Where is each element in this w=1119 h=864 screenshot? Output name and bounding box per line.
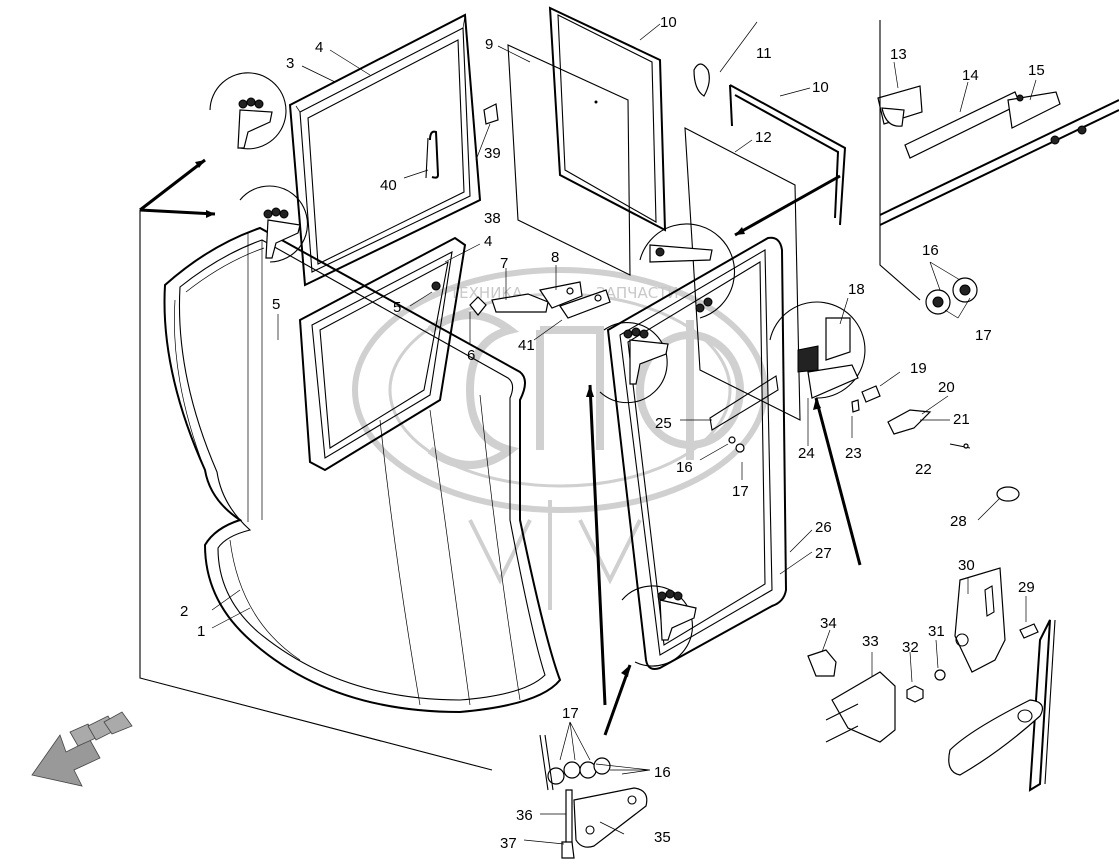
callout-17-right: 17 <box>975 327 992 344</box>
callout-13: 13 <box>890 46 907 63</box>
callout-4-lower: 4 <box>484 233 492 250</box>
leader-lines <box>211 21 1037 845</box>
glass-sheet-9 <box>507 44 631 276</box>
watermark-right-word: ЗАПЧАСТИ <box>596 284 679 302</box>
callout-10-right: 10 <box>812 79 829 96</box>
window-frame-10-upper <box>548 6 667 232</box>
callout-24: 24 <box>798 445 815 462</box>
callout-16-bottom: 16 <box>654 764 671 781</box>
callout-29: 29 <box>1018 579 1035 596</box>
mount-bracket-30 <box>906 567 1039 703</box>
hinge-detail-door-top <box>639 174 841 319</box>
callout-22: 22 <box>915 461 932 478</box>
callout-23: 23 <box>845 445 862 462</box>
door-panel <box>606 236 788 670</box>
callout-21: 21 <box>953 411 970 428</box>
callout-17-door: 17 <box>732 483 749 500</box>
callout-32: 32 <box>902 639 919 656</box>
callout-labels: 1 2 3 4 4 5 5 6 7 8 9 10 10 11 12 13 14 … <box>180 14 1045 852</box>
callout-14: 14 <box>962 67 979 84</box>
callout-18: 18 <box>848 281 865 298</box>
callout-16-door: 16 <box>676 459 693 476</box>
callout-30: 30 <box>958 557 975 574</box>
callout-3: 3 <box>286 55 294 72</box>
hinge-33 <box>807 649 896 743</box>
lower-side-window <box>298 236 467 472</box>
callout-4-top: 4 <box>315 39 323 56</box>
small-parts-11-39 <box>483 63 710 125</box>
callout-39: 39 <box>484 145 501 162</box>
callout-25: 25 <box>655 415 672 432</box>
callout-33: 33 <box>862 633 879 650</box>
callout-19: 19 <box>910 360 927 377</box>
callout-31: 31 <box>928 623 945 640</box>
callout-5-window: 5 <box>393 299 401 316</box>
callout-5-left: 5 <box>272 296 280 313</box>
latch-detail <box>769 301 866 566</box>
callout-34: 34 <box>820 615 837 632</box>
rollers-16-17 <box>925 261 978 319</box>
callout-17-bottom: 17 <box>562 705 579 722</box>
hinge-plate-35 <box>539 734 648 859</box>
direction-arrow-icon <box>31 711 133 787</box>
callout-8: 8 <box>551 249 559 266</box>
callout-20: 20 <box>938 379 955 396</box>
callout-26: 26 <box>815 519 832 536</box>
glass-sheet-12 <box>684 127 801 421</box>
callout-40: 40 <box>380 177 397 194</box>
callout-10-top: 10 <box>660 14 677 31</box>
callout-7: 7 <box>500 255 508 272</box>
callout-2: 2 <box>180 603 188 620</box>
callout-38: 38 <box>484 210 501 227</box>
callout-9: 9 <box>485 36 493 53</box>
callout-6: 6 <box>467 347 475 364</box>
callout-28: 28 <box>950 513 967 530</box>
front-windshield <box>163 226 562 714</box>
callout-12: 12 <box>755 129 772 146</box>
callout-41: 41 <box>518 337 535 354</box>
callout-27: 27 <box>815 545 832 562</box>
callout-36: 36 <box>516 807 533 824</box>
callout-35: 35 <box>654 829 671 846</box>
hinge-detail-door-bottom <box>586 384 697 736</box>
hinge-detail-top-left <box>139 72 493 771</box>
callout-37: 37 <box>500 835 517 852</box>
cap-28 <box>996 486 1020 502</box>
callout-11: 11 <box>756 45 772 62</box>
gas-strut-assembly <box>877 20 1119 301</box>
callout-16-right: 16 <box>922 242 939 259</box>
side-panel-right <box>948 619 1056 792</box>
hinge-detail-door-mid <box>599 322 669 404</box>
callout-1: 1 <box>197 623 205 640</box>
callout-15: 15 <box>1028 62 1045 79</box>
window-seal-10-right <box>729 84 847 226</box>
